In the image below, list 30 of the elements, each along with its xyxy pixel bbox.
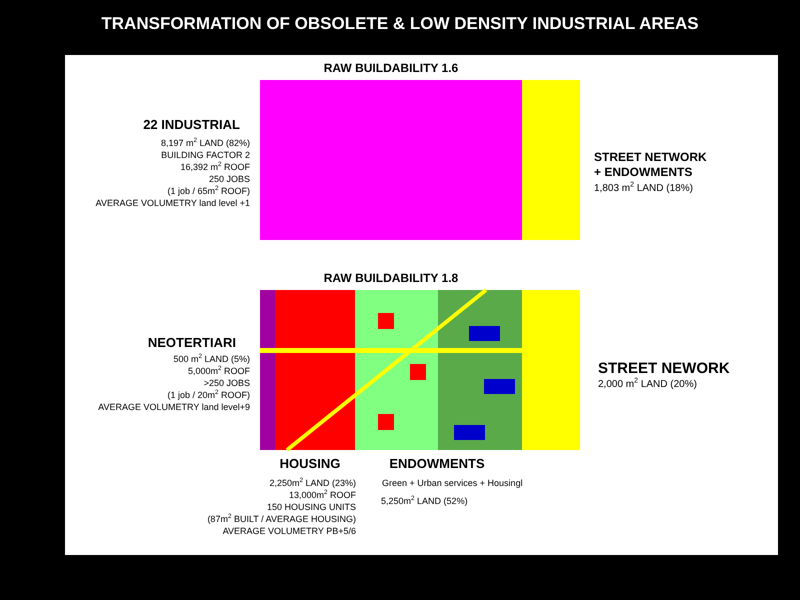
area-heading: 22 INDUSTRIAL [143,118,240,133]
stat-line: 2,250m$^{2}$ LAND (23%) [269,478,356,488]
stat-line: 5,000m$^{2}$ ROOF [188,366,250,376]
stat-line: 500 m$^{2}$ LAND (5%) [173,354,250,364]
area-heading: HOUSING [280,457,340,472]
area-heading: NEOTERTIARI [148,336,236,351]
stat-line: 1,803 m$^{2}$ LAND (18%) [594,183,693,194]
section-heading: RAW BUILDABILITY 1.6 [324,62,458,76]
stat-line: 5,250m$^{2}$ LAND (52%) [381,496,468,506]
area-heading: STREET NETWORK [594,151,707,165]
stat-line: (1 job / 20m$^{2}$ ROOF) [167,390,250,400]
stat-line: BUILDING FACTOR 2 [161,150,250,160]
stat-line: 2,000 m$^{2}$ LAND (20%) [598,379,697,390]
stat-line: AVERAGE VOLUMETRY PB+5/6 [222,526,356,536]
stat-line: >250 JOBS [204,378,250,388]
diagram-title: TRANSFORMATION OF OBSOLETE & LOW DENSITY INDUSTRIAL AREAS [100,14,700,34]
stat-line: 13,000m$^{2}$ ROOF [288,490,356,500]
stat-line: (87m$^{2}$ BUILT / AVERAGE HOUSING) [207,514,356,524]
stat-line: 150 HOUSING UNITS [266,502,356,512]
stat-line: 8,197 m$^{2}$ LAND (82%) [160,138,250,148]
area-heading: STREET NEWORK [598,360,730,378]
area-heading: ENDOWMENTS [389,457,485,472]
stat-line: 250 JOBS [208,174,250,184]
section-heading: RAW BUILDABILITY 1.8 [324,272,458,286]
stat-line: AVERAGE VOLUMETRY land level+9 [98,402,250,412]
stat-line: (1 job / 65m$^{2}$ ROOF) [167,186,250,196]
stat-line: 16,392 m$^{2}$ ROOF [180,162,250,172]
area-heading: + ENDOWMENTS [594,166,692,180]
note-line: Green + Urban services + Housingl [382,478,523,488]
stat-line: AVERAGE VOLUMETRY land level +1 [96,198,250,208]
